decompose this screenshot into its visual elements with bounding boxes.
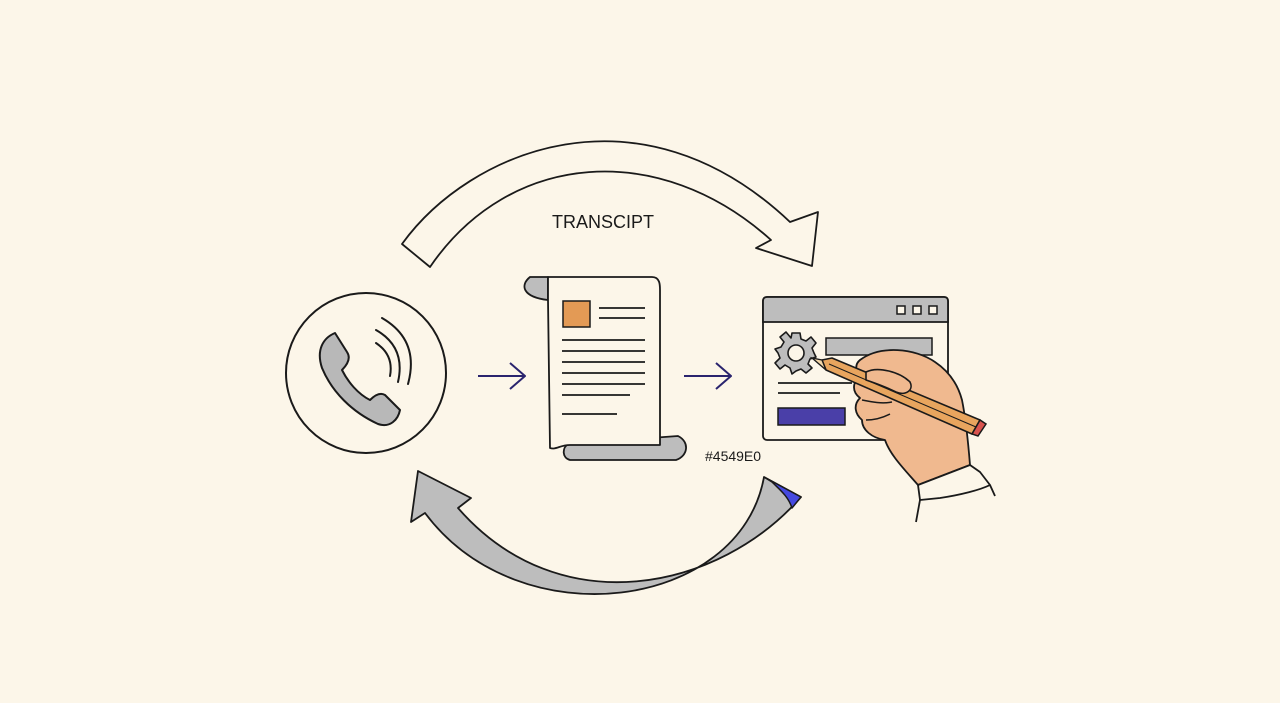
flow-arrow-to-browser	[684, 362, 732, 390]
pencil-icon	[809, 356, 988, 437]
phone-call-icon	[285, 292, 447, 454]
top-cycle-arrow	[401, 140, 819, 268]
color-code-label: #4549E0	[705, 448, 761, 464]
bottom-cycle-arrow	[410, 470, 802, 595]
gear-icon	[774, 331, 817, 375]
flow-arrow-to-document	[478, 362, 526, 390]
scroll-document-icon	[523, 276, 687, 461]
top-arrow-label: TRANSCIPT	[552, 212, 654, 232]
